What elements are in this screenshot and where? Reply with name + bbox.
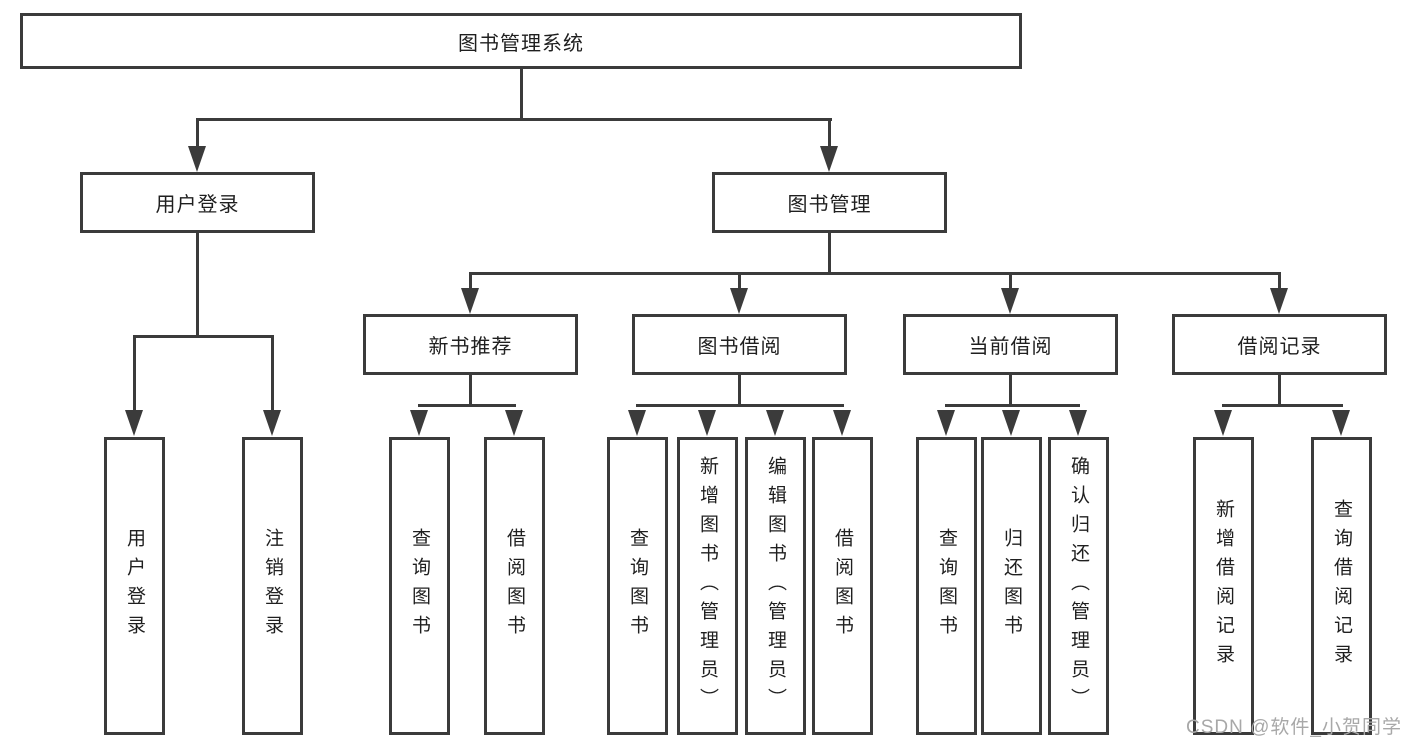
leaf-borrow-books: 借阅图书 <box>812 437 873 735</box>
leaf-add-borrow-record: 新增借阅记录 <box>1193 437 1254 735</box>
node-new-book-recommendation-label: 新书推荐 <box>428 336 513 358</box>
leaf-add-books-admin: 新增图书（管理员） <box>677 437 738 735</box>
connector-current-borrowing-bar <box>945 404 1080 407</box>
node-new-book-recommendation: 新书推荐 <box>363 314 578 375</box>
connector-current-borrowing-drop <box>1009 272 1012 290</box>
node-book-borrowing-label: 图书借阅 <box>697 336 782 358</box>
node-book-borrowing: 图书借阅 <box>632 314 847 375</box>
connector-borrowing-records-bar <box>1222 404 1343 407</box>
connector-book-borrowing-drop <box>738 272 741 290</box>
node-borrowing-records: 借阅记录 <box>1172 314 1387 375</box>
arrow-down-icon-new-book <box>461 288 479 314</box>
leaf-edit-books-admin: 编辑图书（管理员） <box>745 437 806 735</box>
connector-leaf-logout-drop <box>271 335 274 412</box>
leaf-query-borrow-record: 查询借阅记录 <box>1311 437 1372 735</box>
arrow-down-icon-borrow-books <box>833 410 851 436</box>
arrow-down-icon-edit-books-admin <box>766 410 784 436</box>
leaf-edit-books-admin-label: 编辑图书（管理员） <box>765 455 786 717</box>
arrow-down-icon-current-borrowing <box>1001 288 1019 314</box>
connector-user-login-drop <box>196 118 199 148</box>
leaf-logout: 注销登录 <box>242 437 303 735</box>
arrow-down-icon-borrow-books-recommend <box>505 410 523 436</box>
leaf-add-books-admin-label: 新增图书（管理员） <box>697 455 718 717</box>
leaf-query-books-recommend: 查询图书 <box>389 437 450 735</box>
leaf-query-books-borrow: 查询图书 <box>607 437 668 735</box>
connector-level1-bar <box>196 118 832 121</box>
arrow-down-icon-add-borrow-record <box>1214 410 1232 436</box>
node-book-management-label: 图书管理 <box>787 194 872 216</box>
leaf-confirm-return-admin: 确认归还（管理员） <box>1048 437 1109 735</box>
connector-book-management-drop <box>828 118 831 148</box>
connector-book-management-stem <box>828 232 831 275</box>
connector-new-book-stem <box>469 373 472 407</box>
leaf-confirm-return-admin-label: 确认归还（管理员） <box>1068 455 1089 717</box>
connector-book-borrowing-bar <box>636 404 844 407</box>
leaf-add-borrow-record-label: 新增借阅记录 <box>1213 499 1234 673</box>
leaf-query-books-current: 查询图书 <box>916 437 977 735</box>
arrow-down-icon-book-management <box>820 146 838 172</box>
connector-new-book-bar <box>418 404 516 407</box>
leaf-query-books-borrow-label: 查询图书 <box>627 528 648 644</box>
node-book-management: 图书管理 <box>712 172 947 233</box>
leaf-borrow-books-recommend-label: 借阅图书 <box>504 528 525 644</box>
connector-new-book-drop <box>469 272 472 290</box>
connector-level2-bar <box>469 272 1281 275</box>
arrow-down-icon-add-books-admin <box>698 410 716 436</box>
arrow-down-icon-confirm-return-admin <box>1069 410 1087 436</box>
node-root-library-system: 图书管理系统 <box>20 13 1022 69</box>
arrow-down-icon-query-books-recommend <box>410 410 428 436</box>
arrow-down-icon-leaf-logout <box>263 410 281 436</box>
leaf-user-login: 用户登录 <box>104 437 165 735</box>
arrow-down-icon-book-borrowing <box>730 288 748 314</box>
csdn-watermark: CSDN @软件_小贺同学 <box>1186 717 1402 738</box>
connector-user-login-stem <box>196 232 199 337</box>
leaf-user-login-label: 用户登录 <box>124 528 145 644</box>
leaf-return-books-label: 归还图书 <box>1001 528 1022 644</box>
node-current-borrowing-label: 当前借阅 <box>968 336 1053 358</box>
leaf-logout-label: 注销登录 <box>262 528 283 644</box>
connector-leaf-user-login-drop <box>133 335 136 412</box>
connector-borrowing-records-stem <box>1278 373 1281 407</box>
leaf-return-books: 归还图书 <box>981 437 1042 735</box>
connector-current-borrowing-stem <box>1009 373 1012 407</box>
leaf-query-books-recommend-label: 查询图书 <box>409 528 430 644</box>
node-current-borrowing: 当前借阅 <box>903 314 1118 375</box>
leaf-borrow-books-recommend: 借阅图书 <box>484 437 545 735</box>
arrow-down-icon-leaf-user-login <box>125 410 143 436</box>
node-root-label: 图书管理系统 <box>458 32 584 55</box>
arrow-down-icon-query-books-borrow <box>628 410 646 436</box>
arrow-down-icon-borrowing-records <box>1270 288 1288 314</box>
node-user-login: 用户登录 <box>80 172 315 233</box>
connector-user-login-bar <box>133 335 274 338</box>
arrow-down-icon-query-borrow-record <box>1332 410 1350 436</box>
connector-root-stem <box>520 67 523 120</box>
connector-borrowing-records-drop <box>1278 272 1281 290</box>
connector-book-borrowing-stem <box>738 373 741 407</box>
node-user-login-label: 用户登录 <box>155 194 240 216</box>
leaf-borrow-books-label: 借阅图书 <box>832 528 853 644</box>
arrow-down-icon-return-books <box>1002 410 1020 436</box>
arrow-down-icon-user-login <box>188 146 206 172</box>
leaf-query-borrow-record-label: 查询借阅记录 <box>1331 499 1352 673</box>
leaf-query-books-current-label: 查询图书 <box>936 528 957 644</box>
arrow-down-icon-query-books-current <box>937 410 955 436</box>
node-borrowing-records-label: 借阅记录 <box>1237 336 1322 358</box>
